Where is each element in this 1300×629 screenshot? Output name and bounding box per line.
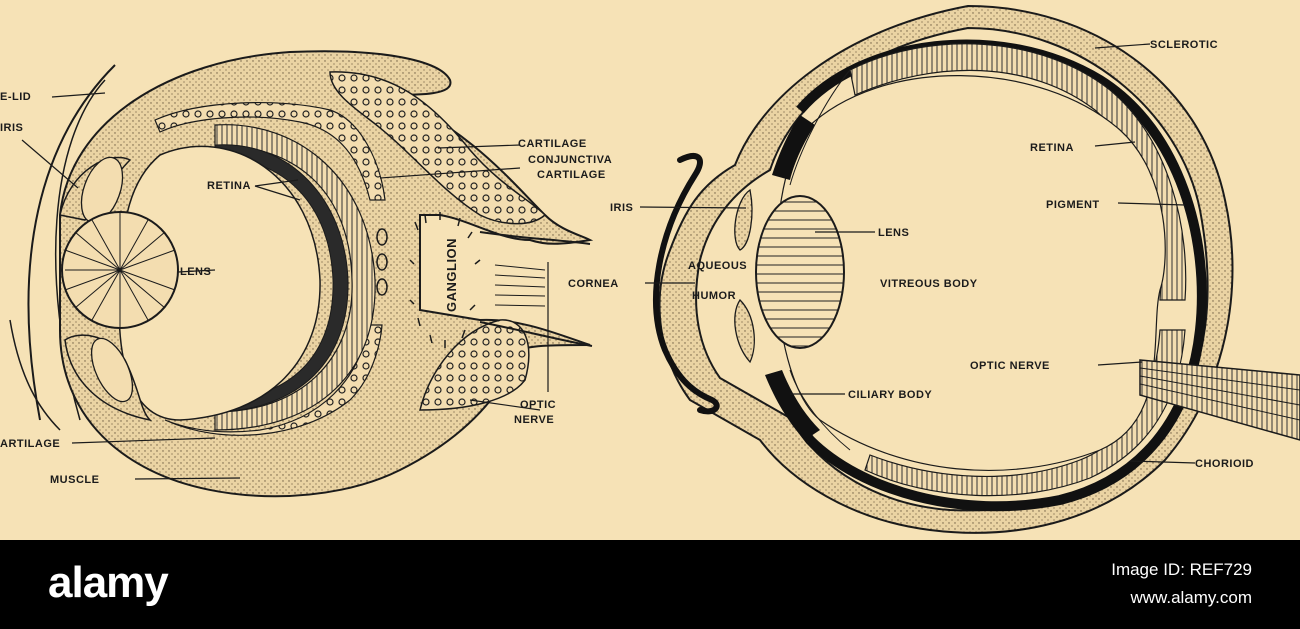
label-aqueous: AQUEOUS: [688, 260, 747, 272]
left-iris-fold-lower: [90, 337, 134, 403]
eye-diagram-svg: E-LID IRIS RETINA LENS CARTILAGE CONJUNC…: [0, 4, 1300, 534]
label-humor: HUMOR: [692, 290, 736, 302]
right-leader-lines: [639, 43, 1196, 464]
label-sclerotic: SCLEROTIC: [1150, 39, 1218, 51]
right-zonule-lower: [789, 369, 851, 451]
label-pigment: PIGMENT: [1046, 199, 1100, 211]
right-cornea-curve: [653, 153, 720, 415]
watermark-footer: alamy Image ID: REF729 www.alamy.com: [0, 540, 1300, 629]
label-cornea: CORNEA: [568, 278, 619, 290]
label-conjunctiva: CONJUNCTIVA: [528, 154, 612, 166]
right-iris-lower: [734, 298, 755, 364]
right-retina-band: [849, 43, 1187, 301]
left-eyelid-outer-curve: [27, 64, 116, 421]
label-right-iris: IRIS: [610, 202, 633, 214]
label-optic-nerve: OPTIC NERVE: [970, 360, 1050, 372]
right-zonule-upper: [789, 69, 851, 186]
label-eyelid: E-LID: [0, 91, 31, 103]
label-right-lens: LENS: [878, 227, 909, 239]
alamy-logo: alamy: [48, 558, 169, 607]
right-pigment-upper: [772, 115, 815, 180]
left-retina-cells: [376, 228, 388, 296]
left-lower-lid-curve: [9, 319, 61, 431]
left-optic-stalk-lower: [479, 321, 593, 347]
image-id-text: Image ID: REF729: [1111, 560, 1252, 579]
right-lens: [755, 195, 845, 349]
site-url-text: www.alamy.com: [1130, 588, 1252, 607]
left-leader-lines: [21, 92, 549, 480]
right-eye-drawing: SCLEROTIC RETINA PIGMENT IRIS LENS AQUEO…: [568, 4, 1300, 534]
left-cartilage-top: [329, 71, 547, 225]
label-chorioid: CHORIOID: [1195, 458, 1254, 470]
left-optic-fibers: [494, 264, 546, 307]
left-cartilage-bottom: [164, 324, 383, 436]
left-retina-outer-band: [214, 124, 376, 431]
right-optic-nerve: [1139, 359, 1300, 441]
label-ganglion: GANGLION: [444, 238, 459, 312]
label-muscle: MUSCLE: [50, 474, 99, 486]
right-pigment-lower: [765, 370, 820, 440]
label-ciliary-body: CILIARY BODY: [848, 389, 932, 401]
left-optic-stalk-upper: [479, 231, 591, 245]
label-nerve: NERVE: [514, 414, 554, 426]
right-iris-upper: [734, 188, 753, 251]
label-vitreous-body: VITREOUS BODY: [880, 278, 978, 290]
left-ganglion-marks: [409, 212, 481, 348]
label-left-iris: IRIS: [0, 122, 23, 134]
left-lens-striations: [64, 212, 176, 328]
label-cartilage-top: CARTILAGE: [518, 138, 587, 150]
label-cartilage-bottom: ARTILAGE: [0, 438, 60, 450]
label-left-retina: RETINA: [207, 180, 251, 192]
eye-diagram-figure: E-LID IRIS RETINA LENS CARTILAGE CONJUNC…: [0, 0, 1300, 540]
label-cartilage-mid: CARTILAGE: [537, 169, 606, 181]
label-left-lens: LENS: [180, 266, 211, 278]
right-sclerotic-layer: [658, 4, 1234, 534]
label-right-retina: RETINA: [1030, 142, 1074, 154]
left-cartilage-inner-top: [154, 102, 386, 201]
label-optic: OPTIC: [520, 399, 556, 411]
right-optic-fibers: [1139, 367, 1300, 421]
left-eye-drawing: E-LID IRIS RETINA LENS CARTILAGE CONJUNC…: [0, 50, 612, 498]
